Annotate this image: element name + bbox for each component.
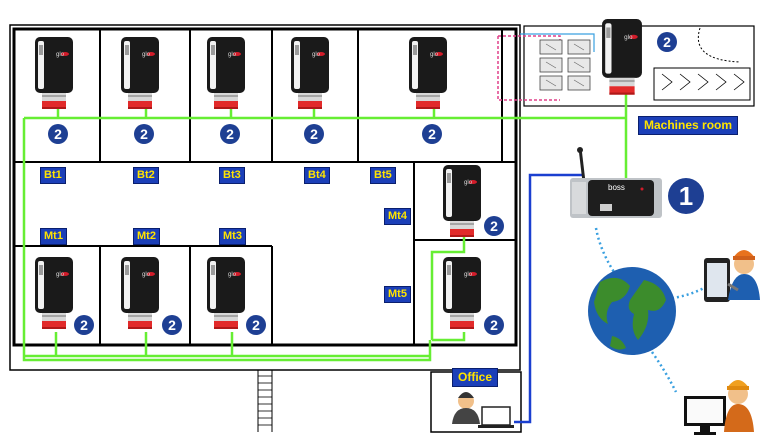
machines-room-label: Machines room — [638, 116, 739, 135]
controller-badge: 2 — [657, 32, 677, 52]
controller-badge: 2 — [134, 124, 154, 144]
engineer-monitor-icon — [684, 380, 754, 435]
room-label-mt2: Mt2 — [133, 228, 160, 245]
wireless-links — [594, 227, 705, 393]
room-label-bt2: Bt2 — [133, 167, 159, 184]
gateway-badge: 1 — [668, 178, 704, 214]
controller-icon[interactable] — [121, 37, 159, 109]
controller-badge: 2 — [484, 315, 504, 335]
floor-plan-walls — [9, 24, 522, 433]
room-label-mt5: Mt5 — [384, 286, 411, 303]
controller-icon[interactable] — [35, 37, 73, 109]
room-label-mt3: Mt3 — [219, 228, 246, 245]
controller-badge: 2 — [48, 124, 68, 144]
gateway-brand-label: boss — [608, 183, 625, 192]
controller-badge: 2 — [74, 315, 94, 335]
controller-icon[interactable] — [291, 37, 329, 109]
controller-badge: 2 — [484, 216, 504, 236]
controller-icon[interactable] — [207, 37, 245, 109]
network-link — [514, 173, 582, 424]
controller-badge: 2 — [162, 315, 182, 335]
room-label-bt1: Bt1 — [40, 167, 66, 184]
controller-badge: 2 — [422, 124, 442, 144]
office-user-laptop-icon — [452, 392, 514, 428]
room-label-bt5: Bt5 — [370, 167, 396, 184]
office-label: Office — [452, 368, 499, 387]
globe-icon — [588, 267, 676, 355]
sensor-network-links — [22, 92, 628, 362]
controller-badge: 2 — [220, 124, 240, 144]
room-label-mt1: Mt1 — [40, 228, 67, 245]
gateway-icon[interactable] — [570, 147, 662, 218]
controller-icon[interactable] — [409, 37, 447, 109]
controller-badge: 2 — [304, 124, 324, 144]
controller-icon[interactable] — [443, 257, 481, 329]
controller-badge: 2 — [246, 315, 266, 335]
controller-icon[interactable] — [121, 257, 159, 329]
room-label-bt4: Bt4 — [304, 167, 330, 184]
controller-icon[interactable] — [207, 257, 245, 329]
room-label-mt4: Mt4 — [384, 208, 411, 225]
controller-icon[interactable] — [443, 165, 481, 237]
controller-icon[interactable] — [35, 257, 73, 329]
stairs — [258, 375, 272, 426]
technician-tablet-icon — [704, 250, 760, 302]
room-label-bt3: Bt3 — [219, 167, 245, 184]
